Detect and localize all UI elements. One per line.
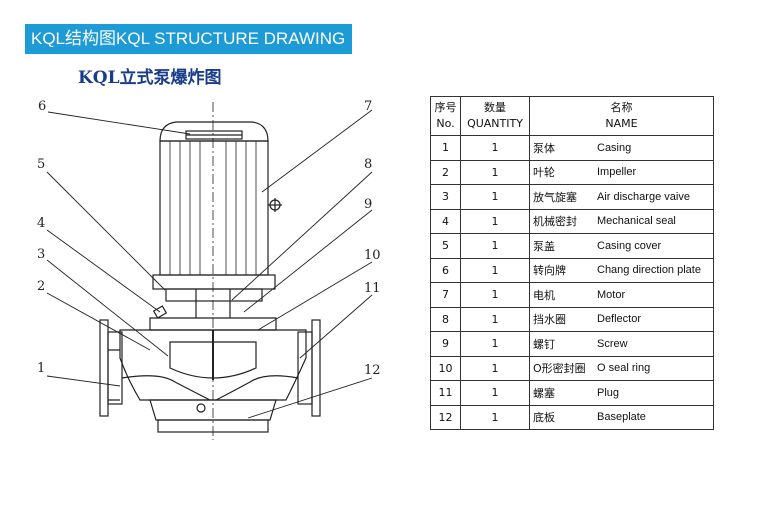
callout-6: 6 [38,99,46,114]
part-number: 2 [430,159,461,185]
header-name: 名称 NAME [529,96,714,136]
bracket [165,288,263,302]
header-no: 序号 No. [430,96,461,136]
part-name-en: Air discharge vaive [593,184,714,210]
callout-9: 9 [364,197,372,212]
part-number: 8 [430,306,461,332]
drawing-subtitle: KQL立式泵爆炸图 [78,68,222,88]
part-name-cn: 转向牌 [529,257,593,283]
part-name-en: Plug [593,380,714,406]
part-name-cn: 螺钉 [529,331,593,357]
impeller [169,341,257,379]
part-number: 9 [430,331,461,357]
part-name-cn: 泵体 [529,135,593,161]
part-name-en: Casing cover [593,233,714,259]
part-name-en: Impeller [593,159,714,185]
part-name-cn: 螺塞 [529,380,593,406]
parts-table-header: 序号 No. 数量 QUANTITY 名称 NAME [430,96,714,136]
part-number: 7 [430,282,461,308]
part-number: 4 [430,208,461,234]
callout-8: 8 [364,157,372,172]
callout-12: 12 [364,363,381,378]
drain-plug [196,403,206,413]
part-name-en: Baseplate [593,404,714,430]
part-number: 12 [430,404,461,430]
callout-11: 11 [364,281,381,296]
part-quantity: 1 [460,282,530,308]
part-name-en: Casing [593,135,714,161]
outlet-flange [311,319,321,417]
part-name-en: Chang direction plate [593,257,714,283]
part-quantity: 1 [460,306,530,332]
part-name-cn: 电机 [529,282,593,308]
part-name-en: O seal ring [593,355,714,381]
part-quantity: 1 [460,159,530,185]
part-name-cn: 叶轮 [529,159,593,185]
part-quantity: 1 [460,257,530,283]
motor-body [159,140,269,276]
part-quantity: 1 [460,380,530,406]
part-number: 1 [430,135,461,161]
part-name-en: Mechanical seal [593,208,714,234]
part-quantity: 1 [460,404,530,430]
part-name-en: Screw [593,331,714,357]
part-quantity: 1 [460,233,530,259]
part-number: 11 [430,380,461,406]
part-name-cn: 放气旋塞 [529,184,593,210]
pump-exploded-drawing: 6 7 5 8 4 9 3 10 2 11 1 12 [37,99,381,440]
baseplate [157,419,269,433]
part-name-cn: 挡水圈 [529,306,593,332]
part-quantity: 1 [460,355,530,381]
callout-1: 1 [37,361,45,376]
part-name-cn: 机械密封 [529,208,593,234]
part-quantity: 1 [460,208,530,234]
casing-lower [149,399,277,421]
callout-10: 10 [364,248,381,263]
part-name-en: Motor [593,282,714,308]
part-number: 10 [430,355,461,381]
inlet-flange [99,319,109,417]
air-valve [152,305,168,319]
part-quantity: 1 [460,331,530,357]
part-name-cn: 泵盖 [529,233,593,259]
part-quantity: 1 [460,184,530,210]
pump-casing [119,329,307,401]
callout-4: 4 [37,216,45,231]
part-name-en: Deflector [593,306,714,332]
callout-3: 3 [37,247,45,262]
direction-plate-frame [185,130,243,140]
drawing-banner: KQL结构图KQL STRUCTURE DRAWING [25,24,352,54]
part-number: 6 [430,257,461,283]
header-quantity: 数量 QUANTITY [460,96,530,136]
callout-2: 2 [37,279,45,294]
part-name-cn: 底板 [529,404,593,430]
callout-5: 5 [37,157,45,172]
part-number: 3 [430,184,461,210]
part-name-cn: O形密封圈 [529,355,593,381]
motor-top-cover [159,121,269,142]
callout-7: 7 [364,99,372,114]
part-quantity: 1 [460,135,530,161]
part-number: 5 [430,233,461,259]
